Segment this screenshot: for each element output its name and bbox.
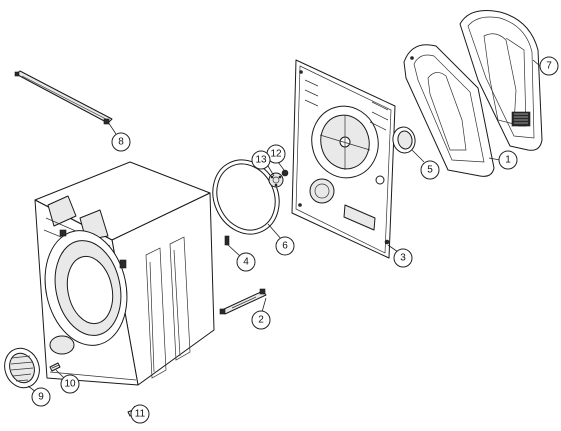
callout-11: 11 — [130, 404, 150, 424]
callout-6: 6 — [275, 236, 295, 256]
callout-label-7: 7 — [546, 61, 552, 72]
part-2-bracket — [219, 288, 267, 315]
callout-7: 7 — [539, 56, 559, 76]
part-12-bearing — [281, 169, 289, 177]
part-10-clip — [49, 362, 61, 372]
callout-10: 10 — [60, 374, 80, 394]
dryer-cabinet — [34, 161, 215, 386]
callout-13: 13 — [251, 150, 271, 170]
callout-label-5: 5 — [427, 165, 433, 176]
part-3-rear-panel — [291, 59, 396, 259]
callout-2: 2 — [251, 310, 271, 330]
callout-label-1: 1 — [505, 155, 511, 166]
callout-label-6: 6 — [282, 241, 288, 252]
part-9-round-grille — [4, 347, 40, 389]
callout-label-8: 8 — [118, 137, 124, 148]
callout-5: 5 — [420, 160, 440, 180]
callout-4: 4 — [236, 252, 256, 272]
part-13-bearing-plate — [268, 172, 284, 188]
part-6-seal-ring — [212, 159, 280, 235]
callout-label-10: 10 — [64, 379, 76, 390]
part-5-round-cap — [392, 126, 416, 154]
callout-label-3: 3 — [400, 253, 406, 264]
callout-3: 3 — [393, 248, 413, 268]
callout-label-2: 2 — [258, 315, 264, 326]
callout-label-9: 9 — [38, 392, 44, 403]
callout-9: 9 — [31, 387, 51, 407]
callout-label-13: 13 — [255, 155, 267, 166]
part-8-top-rail — [14, 70, 113, 125]
callout-label-4: 4 — [243, 257, 249, 268]
callout-label-12: 12 — [270, 149, 282, 160]
callout-8: 8 — [111, 132, 131, 152]
part-7-rear-cover — [459, 10, 543, 151]
callout-1: 1 — [498, 150, 518, 170]
part-1-duct-panel — [403, 44, 495, 177]
callout-label-11: 11 — [135, 409, 146, 420]
part-4-pin — [224, 235, 230, 246]
